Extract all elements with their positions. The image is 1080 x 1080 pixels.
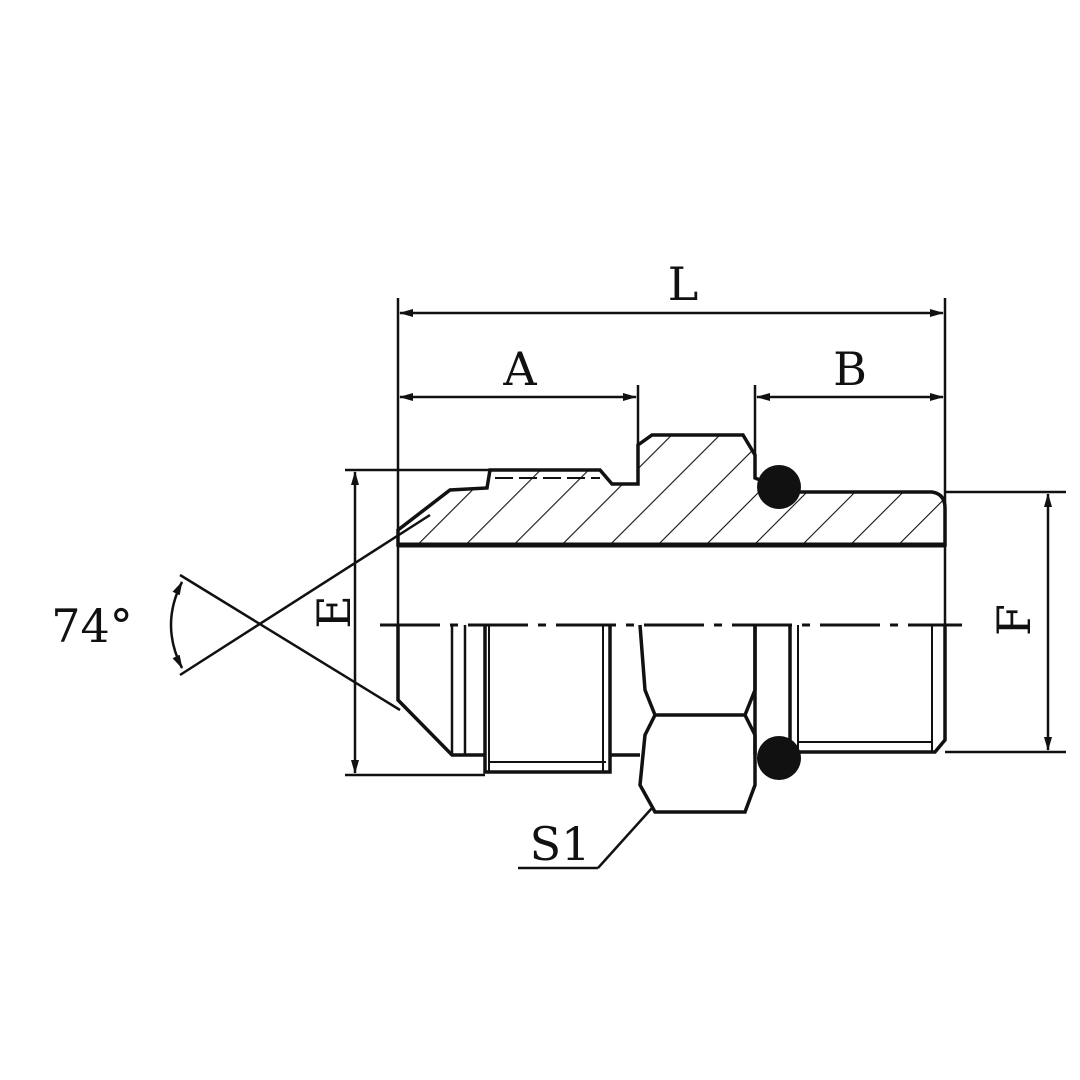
label-F: F xyxy=(987,604,1041,636)
section-view-upper xyxy=(396,433,947,548)
o-ring-upper xyxy=(757,465,801,509)
dimension-flare-angle: 74° xyxy=(51,513,431,712)
label-B: B xyxy=(833,342,867,396)
dimension-A: A xyxy=(399,342,640,445)
outline-view-lower xyxy=(396,624,947,814)
dimension-F: F xyxy=(945,490,1066,754)
label-74-degrees: 74° xyxy=(51,599,133,653)
o-ring-lower xyxy=(757,736,801,780)
label-S1: S1 xyxy=(530,817,591,871)
label-A: A xyxy=(502,342,537,396)
label-E: E xyxy=(307,595,361,629)
dimension-L: L xyxy=(396,257,947,625)
dimension-S1: S1 xyxy=(518,807,653,871)
label-L: L xyxy=(668,257,699,311)
dimension-B: B xyxy=(753,342,944,455)
dimension-E: E xyxy=(307,468,490,777)
